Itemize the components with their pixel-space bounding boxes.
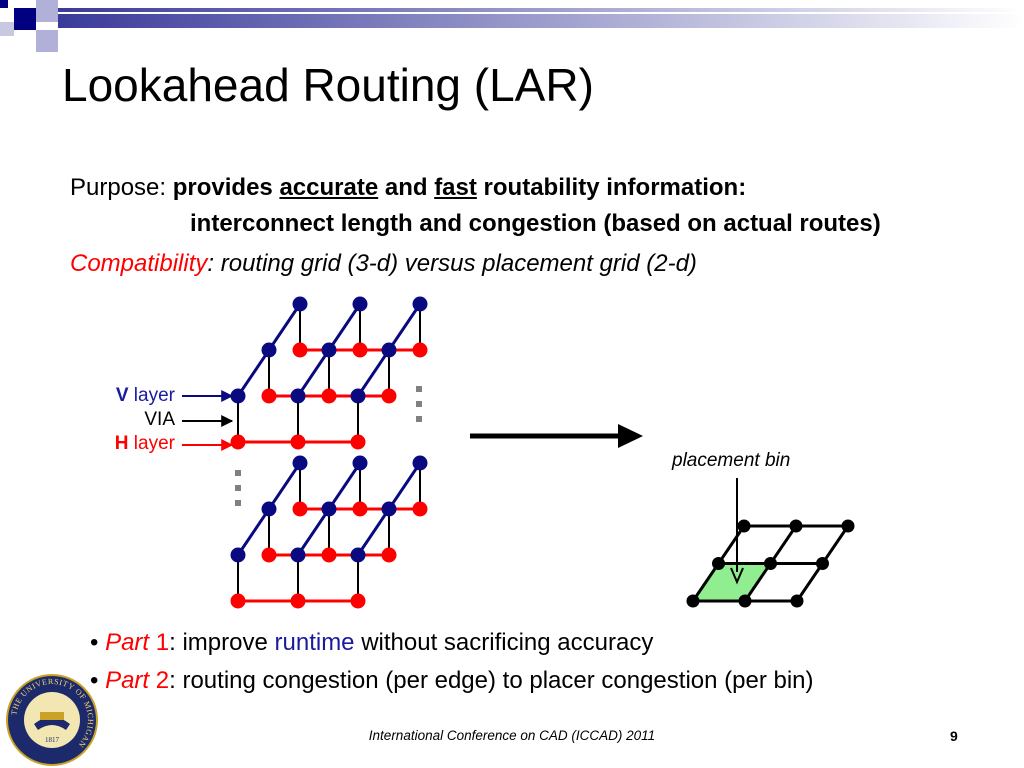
v-layer-node (261, 501, 277, 517)
placement-bin-label: placement bin (672, 450, 791, 471)
purpose-label: Purpose: (70, 174, 173, 201)
transform-arrow (470, 424, 643, 448)
h-layer-node (381, 388, 397, 404)
v-layer-node (290, 547, 306, 563)
v-layer-node (381, 501, 397, 517)
footer-conference: International Conference on CAD (ICCAD) … (368, 728, 656, 743)
v-layer-node (321, 342, 337, 358)
placement-grid-node (790, 594, 804, 608)
placement-grid-node (686, 594, 700, 608)
university-seal-logo: THE UNIVERSITY OF MICHIGAN 1817 (6, 674, 98, 766)
v-layer-node (350, 388, 366, 404)
v-layer-node (352, 296, 368, 312)
h-layer-node (292, 501, 308, 517)
bullet-item-2: • Part 2: routing congestion (per edge) … (90, 667, 814, 694)
lower-layer-stack (230, 455, 428, 609)
purpose-accurate: accurate (279, 174, 379, 201)
slide-title: Lookahead Routing (LAR) (62, 59, 594, 111)
compatibility-statement: Compatibility: routing grid (3-d) versus… (70, 250, 697, 278)
v-layer-node (261, 342, 277, 358)
purpose-text-c: routability information: (476, 174, 747, 201)
h-layer-node (412, 501, 428, 517)
h-layer-node (230, 434, 246, 450)
h-layer-node (352, 501, 368, 517)
placement-grid (686, 519, 855, 608)
placement-grid-node (789, 519, 803, 533)
v-layer-node (412, 296, 428, 312)
placement-grid-node (737, 519, 751, 533)
bullet-item-1: • Part 1: improve runtime without sacrif… (90, 629, 654, 656)
v-layer-node (230, 547, 246, 563)
purpose-text-a: provides (172, 174, 280, 201)
h-layer-node (350, 434, 366, 450)
v-layer-node (230, 388, 246, 404)
v-layer-node (292, 455, 308, 471)
compatibility-label: Compatibility (70, 250, 208, 277)
v-layer-node (321, 501, 337, 517)
placement-grid-node (712, 557, 725, 570)
placement-grid-node (816, 557, 829, 570)
v-layer-node (412, 455, 428, 471)
placement-grid-node (764, 557, 777, 570)
h-layer-node (261, 547, 277, 563)
bullet-list: • Part 1: improve runtime without sacrif… (90, 624, 814, 700)
purpose-line2: interconnect length and congestion (base… (190, 210, 881, 237)
compatibility-text: : routing grid (3-d) versus placement gr… (207, 250, 697, 277)
upper-layer-stack (230, 296, 428, 450)
v-layer-node (381, 342, 397, 358)
purpose-fast: fast (434, 174, 477, 201)
purpose-statement: Purpose: provides accurate and fast rout… (70, 170, 881, 242)
v-layer-node (350, 547, 366, 563)
h-layer-node (261, 388, 277, 404)
vertical-ellipsis-right (416, 386, 422, 422)
h-layer-node (290, 434, 306, 450)
h-layer-node (230, 593, 246, 609)
placement-grid-node (841, 519, 855, 533)
v-layer-node (292, 296, 308, 312)
v-layer-node (352, 455, 368, 471)
v-layer-node (290, 388, 306, 404)
placement-bin-arrow (730, 478, 744, 585)
page-number: 9 (950, 728, 958, 744)
seal-year: 1817 (45, 736, 60, 744)
h-layer-node (290, 593, 306, 609)
h-layer-node (350, 593, 366, 609)
h-layer-node (292, 342, 308, 358)
h-layer-node (321, 547, 337, 563)
vertical-ellipsis-left (235, 470, 241, 506)
h-layer-node (321, 388, 337, 404)
h-layer-label: H layer (114, 433, 175, 454)
purpose-text-b: and (378, 174, 435, 201)
v-layer-label: V layer (115, 385, 175, 406)
h-layer-node (352, 342, 368, 358)
placement-grid-node (738, 594, 752, 608)
h-layer-node (381, 547, 397, 563)
h-layer-node (412, 342, 428, 358)
via-label: VIA (144, 409, 175, 430)
corner-decoration (0, 0, 1024, 52)
